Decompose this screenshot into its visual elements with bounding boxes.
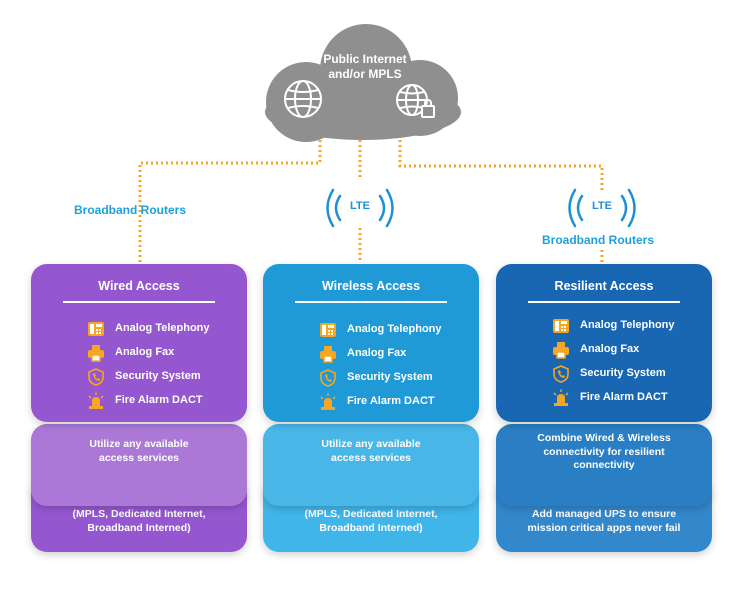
wireless-bottom-line1: (MPLS, Dedicated Internet, bbox=[304, 508, 438, 520]
fire-alarm-icon bbox=[320, 393, 336, 410]
resilient-middle-card: Combine Wired & Wireless connectivity fo… bbox=[496, 424, 712, 506]
lte-text-resilient: LTE bbox=[592, 200, 612, 212]
resilient-bottom-text: Add managed UPS to ensure mission critic… bbox=[496, 508, 712, 535]
connector-resilient bbox=[398, 140, 604, 190]
fax-icon bbox=[553, 342, 569, 359]
resilient-service-fire-alarm-label: Fire Alarm DACT bbox=[580, 391, 668, 403]
lte-text-wireless: LTE bbox=[350, 200, 370, 212]
globe-lock-icon bbox=[396, 84, 435, 118]
resilient-title: Resilient Access bbox=[554, 279, 654, 293]
resilient-service-fire-alarm: Fire Alarm DACT bbox=[552, 388, 702, 408]
resilient-bottom-line2: mission critical apps never fail bbox=[527, 521, 681, 534]
wireless-service-fire-alarm: Fire Alarm DACT bbox=[319, 392, 469, 412]
security-icon bbox=[553, 365, 569, 383]
resilient-service-security: Security System bbox=[552, 364, 702, 384]
resilient-service-fax: Analog Fax bbox=[552, 340, 702, 360]
wireless-service-security: Security System bbox=[319, 368, 469, 388]
wireless-service-fax: Analog Fax bbox=[319, 344, 469, 364]
wired-service-telephony-label: Analog Telephony bbox=[115, 322, 210, 334]
wireless-access-column: (MPLS, Dedicated Internet, Broadband Int… bbox=[263, 264, 479, 552]
wired-service-fax-label: Analog Fax bbox=[115, 346, 175, 358]
security-icon bbox=[320, 369, 336, 387]
wired-access-column: (MPLS, Dedicated Internet, Broadband Int… bbox=[31, 264, 247, 552]
wired-main-card: Wired Access Analog Telephony Analog Fax… bbox=[31, 264, 247, 422]
resilient-middle-line2: connectivity for resilient bbox=[543, 445, 665, 458]
wired-bottom-text: (MPLS, Dedicated Internet, Broadband Int… bbox=[31, 508, 247, 535]
wireless-bottom-text: (MPLS, Dedicated Internet, Broadband Int… bbox=[263, 508, 479, 535]
connector-wired bbox=[138, 140, 322, 262]
phone-icon bbox=[320, 323, 336, 337]
phone-icon bbox=[88, 322, 104, 336]
cloud-title: Public Internet and/or MPLS bbox=[300, 52, 430, 82]
wireless-service-security-label: Security System bbox=[347, 371, 433, 383]
resilient-service-fax-label: Analog Fax bbox=[580, 343, 640, 355]
resilient-service-security-label: Security System bbox=[580, 367, 666, 379]
resilient-middle-text: Combine Wired & Wireless connectivity fo… bbox=[496, 432, 712, 473]
resilient-access-column: Add managed UPS to ensure mission critic… bbox=[496, 264, 712, 552]
wired-title: Wired Access bbox=[98, 279, 180, 293]
wireless-service-telephony-label: Analog Telephony bbox=[347, 323, 442, 335]
signal-waves-icon bbox=[326, 188, 394, 228]
wired-middle-line2: access services bbox=[99, 451, 179, 464]
globe-icon bbox=[284, 80, 322, 118]
wireless-middle-line2: access services bbox=[331, 451, 411, 464]
resilient-bottom-line1: Add managed UPS to ensure bbox=[531, 508, 677, 520]
wired-service-security-label: Security System bbox=[115, 370, 201, 382]
wireless-middle-line1: Utilize any available bbox=[321, 438, 421, 450]
wired-service-telephony: Analog Telephony bbox=[87, 319, 237, 339]
wireless-service-telephony: Analog Telephony bbox=[319, 320, 469, 340]
fax-icon bbox=[88, 345, 104, 362]
fax-icon bbox=[320, 346, 336, 363]
wired-middle-line1: Utilize any available bbox=[89, 438, 189, 450]
phone-icon bbox=[553, 319, 569, 333]
wired-bottom-line2: Broadband Interned) bbox=[87, 521, 191, 534]
wired-service-fire-alarm-label: Fire Alarm DACT bbox=[115, 394, 203, 406]
wireless-title: Wireless Access bbox=[321, 279, 421, 293]
wired-middle-text: Utilize any available access services bbox=[31, 438, 247, 465]
signal-waves-icon bbox=[568, 188, 636, 228]
wired-service-security: Security System bbox=[87, 367, 237, 387]
security-icon bbox=[88, 368, 104, 386]
wireless-title-divider bbox=[295, 301, 447, 303]
lte-badge-wireless: LTE bbox=[322, 186, 398, 230]
resilient-title-divider bbox=[528, 301, 680, 303]
cloud-title-line1: Public Internet bbox=[323, 52, 407, 66]
wireless-service-fire-alarm-label: Fire Alarm DACT bbox=[347, 395, 435, 407]
wired-bottom-line1: (MPLS, Dedicated Internet, bbox=[72, 508, 206, 520]
resilient-middle-line3: connectivity bbox=[573, 459, 635, 471]
cloud-node bbox=[258, 18, 468, 144]
fire-alarm-icon bbox=[553, 389, 569, 406]
resilient-service-telephony: Analog Telephony bbox=[552, 316, 702, 336]
wired-service-fire-alarm: Fire Alarm DACT bbox=[87, 391, 237, 411]
lte-badge-resilient: LTE bbox=[564, 186, 640, 230]
wired-middle-card: Utilize any available access services bbox=[31, 424, 247, 506]
wireless-middle-card: Utilize any available access services bbox=[263, 424, 479, 506]
wireless-middle-text: Utilize any available access services bbox=[263, 438, 479, 465]
fire-alarm-icon bbox=[88, 392, 104, 409]
wireless-service-fax-label: Analog Fax bbox=[347, 347, 407, 359]
broadband-routers-label-resilient: Broadband Routers bbox=[542, 233, 655, 247]
cloud-title-line2: and/or MPLS bbox=[328, 67, 402, 81]
resilient-middle-line1: Combine Wired & Wireless bbox=[537, 432, 671, 444]
resilient-main-card: Resilient Access Analog Telephony Analog… bbox=[496, 264, 712, 422]
wireless-main-card: Wireless Access Analog Telephony Analog … bbox=[263, 264, 479, 422]
resilient-service-telephony-label: Analog Telephony bbox=[580, 319, 675, 331]
wired-title-divider bbox=[63, 301, 215, 303]
broadband-routers-label-wired: Broadband Routers bbox=[74, 203, 187, 217]
wired-service-fax: Analog Fax bbox=[87, 343, 237, 363]
wireless-bottom-line2: Broadband Interned) bbox=[319, 521, 423, 534]
